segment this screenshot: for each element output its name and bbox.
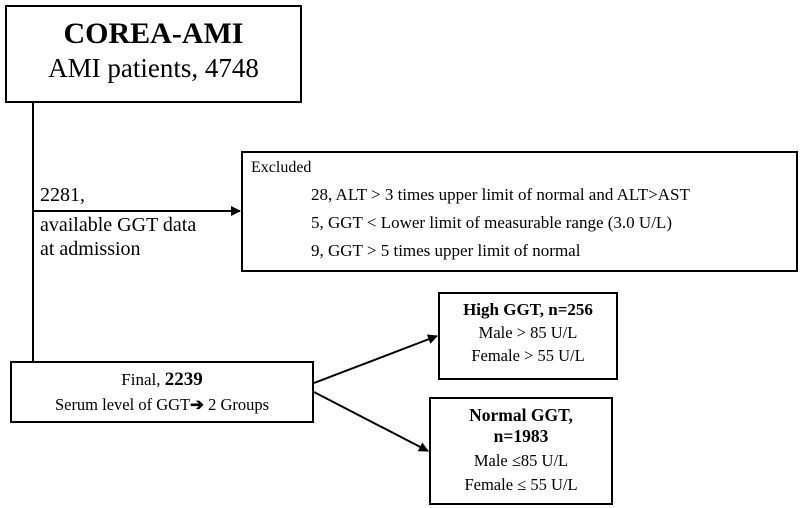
- normal-ggt-title: Normal GGT,: [469, 405, 573, 425]
- final-groups-suffix: 2 Groups: [203, 395, 270, 414]
- excluded-box: Excluded 28, ALT > 3 times upper limit o…: [241, 151, 798, 272]
- final-count-line: Final, 2239: [12, 369, 312, 391]
- normal-ggt-arrow: [313, 391, 429, 452]
- high-ggt-title: High GGT, n=256: [463, 300, 593, 319]
- excluded-header: Excluded: [251, 159, 312, 176]
- step-description-2: at admission: [40, 238, 141, 260]
- final-prefix: Final,: [121, 370, 165, 389]
- high-ggt-box: High GGT, n=256 Male > 85 U/L Female > 5…: [438, 292, 618, 380]
- final-count: 2239: [164, 369, 203, 390]
- normal-ggt-female: Female ≤ 55 U/L: [464, 475, 578, 494]
- normal-ggt-box: Normal GGT, n=1983 Male ≤85 U/L Female ≤…: [429, 397, 613, 505]
- normal-ggt-male: Male ≤85 U/L: [473, 451, 569, 470]
- cohort-box: COREA-AMI AMI patients, 4748: [5, 5, 302, 103]
- normal-ggt-count: n=1983: [493, 426, 549, 446]
- final-groups-text: Serum level of GGT: [54, 395, 191, 414]
- step-description: available GGT data: [40, 214, 197, 236]
- final-groups-line: Serum level of GGT➔ 2 Groups: [12, 395, 312, 415]
- excluded-item: 28, ALT > 3 times upper limit of normal …: [311, 185, 690, 204]
- high-ggt-female: Female > 55 U/L: [471, 346, 585, 365]
- right-arrow-icon: ➔: [190, 395, 204, 414]
- final-box: Final, 2239 Serum level of GGT➔ 2 Groups: [10, 361, 314, 423]
- high-ggt-arrow: [313, 334, 438, 384]
- step-count: 2281,: [40, 184, 85, 206]
- high-ggt-male: Male > 85 U/L: [478, 323, 578, 342]
- cohort-patients: AMI patients, 4748: [48, 53, 259, 83]
- cohort-title: COREA-AMI: [63, 17, 244, 50]
- excluded-item: 5, GGT < Lower limit of measurable range…: [311, 213, 672, 232]
- excluded-item: 9, GGT > 5 times upper limit of normal: [311, 241, 581, 260]
